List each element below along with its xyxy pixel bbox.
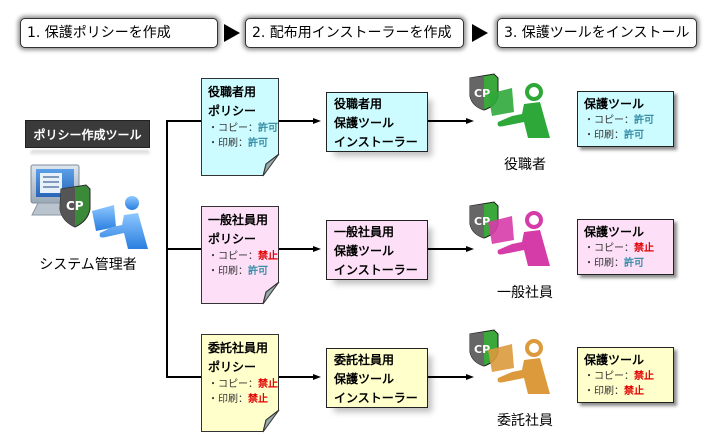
copy-permission: 禁止	[258, 251, 278, 262]
branch-line	[166, 120, 202, 122]
tool-copy-rule: ・コピー：禁止	[584, 371, 654, 382]
connector-line	[279, 120, 315, 122]
print-permission: 許可	[248, 138, 268, 149]
policy-document: 一般社員用 ポリシー ・コピー：禁止 ・印刷：許可	[201, 206, 279, 304]
page-fold-icon	[262, 410, 280, 433]
step-2: 2. 配布用インストーラーを作成	[245, 18, 464, 48]
policy-title: 一般社員用	[208, 213, 269, 227]
connector-line	[428, 248, 470, 250]
admin-caption: システム管理者	[39, 257, 137, 273]
arrowhead-icon	[466, 374, 474, 380]
policy-tool-label: ポリシー作成ツール	[25, 120, 150, 148]
policy-document: 役職者用 ポリシー ・コピー：許可 ・印刷：許可	[201, 78, 279, 176]
branch-line	[166, 376, 202, 378]
step-3: 3. 保護ツールをインストール	[497, 18, 697, 48]
installer-box: 委託社員用 保護ツール インストーラー	[326, 348, 428, 408]
policy-print-rule: ・印刷：許可	[208, 138, 268, 149]
print-permission: 許可	[248, 266, 268, 277]
person-shape	[92, 205, 116, 231]
tool-copy-rule: ・コピー：許可	[584, 115, 654, 126]
copy-permission: 禁止	[258, 379, 278, 390]
copy-permission: 許可	[634, 115, 654, 126]
policy-subtitle: ポリシー	[208, 232, 257, 246]
copy-permission: 禁止	[634, 243, 654, 254]
protection-tool-box: 保護ツール ・コピー：禁止 ・印刷：禁止	[577, 347, 674, 403]
connector-line	[279, 248, 315, 250]
policy-title: 委託社員用	[208, 341, 269, 355]
arrowhead-icon	[313, 118, 321, 124]
policy-document: 委託社員用 ポリシー ・コピー：禁止 ・印刷：禁止	[201, 334, 279, 432]
tool-print-rule: ・印刷：禁止	[584, 386, 644, 397]
branch-line	[166, 248, 202, 250]
policy-copy-rule: ・コピー：禁止	[208, 379, 278, 390]
copy-permission: 禁止	[634, 371, 654, 382]
step-arrow-icon	[472, 24, 488, 42]
policy-copy-rule: ・コピー：許可	[208, 123, 278, 134]
policy-copy-rule: ・コピー：禁止	[208, 251, 278, 262]
policy-print-rule: ・印刷：許可	[208, 266, 268, 277]
installer-line2: 保護ツール	[334, 372, 395, 386]
policy-title: 役職者用	[208, 85, 257, 99]
user-caption: 一般社員	[497, 285, 553, 301]
arrowhead-icon	[466, 118, 474, 124]
svg-text:CP: CP	[66, 199, 84, 213]
protection-tool-box: 保護ツール ・コピー：許可 ・印刷：許可	[577, 91, 674, 147]
tool-print-rule: ・印刷：許可	[584, 258, 644, 269]
connector-line	[428, 120, 470, 122]
installer-box: 一般社員用 保護ツール インストーラー	[326, 220, 428, 280]
tool-label-shadow	[30, 150, 150, 156]
user-caption: 役職者	[504, 157, 546, 173]
tool-title: 保護ツール	[584, 225, 645, 239]
admin-pc-user-icon: CP	[30, 164, 148, 249]
tool-title: 保護ツール	[584, 353, 645, 367]
policy-subtitle: ポリシー	[208, 360, 257, 374]
installer-line3: インストーラー	[334, 135, 418, 149]
installer-line2: 保護ツール	[334, 244, 395, 258]
step-arrow-icon	[224, 24, 240, 42]
connector-line	[279, 376, 315, 378]
user-pc-icon: CP	[469, 73, 550, 138]
installer-line1: 役職者用	[334, 97, 383, 111]
installer-line1: 委託社員用	[334, 353, 395, 367]
print-permission: 禁止	[248, 394, 268, 405]
installer-line3: インストーラー	[334, 263, 418, 277]
user-pc-icon: CP	[469, 201, 550, 266]
svg-text:CP: CP	[474, 343, 490, 356]
installer-line1: 一般社員用	[334, 225, 395, 239]
print-permission: 許可	[624, 130, 644, 141]
copy-permission: 許可	[258, 123, 278, 134]
arrowhead-icon	[313, 374, 321, 380]
print-permission: 禁止	[624, 386, 644, 397]
svg-text:CP: CP	[474, 87, 490, 100]
svg-text:CP: CP	[474, 215, 490, 228]
policy-subtitle: ポリシー	[208, 104, 257, 118]
protection-tool-box: 保護ツール ・コピー：禁止 ・印刷：許可	[577, 219, 674, 275]
arrowhead-icon	[466, 246, 474, 252]
page-fold-icon	[262, 282, 280, 305]
tool-title: 保護ツール	[584, 97, 645, 111]
installer-line2: 保護ツール	[334, 116, 395, 130]
tool-print-rule: ・印刷：許可	[584, 130, 644, 141]
connector-line	[428, 376, 470, 378]
installer-box: 役職者用 保護ツール インストーラー	[326, 92, 428, 152]
policy-print-rule: ・印刷：禁止	[208, 394, 268, 405]
page-fold-icon	[262, 154, 280, 177]
user-caption: 委託社員	[497, 413, 553, 429]
print-permission: 許可	[624, 258, 644, 269]
installer-line3: インストーラー	[334, 391, 418, 405]
user-pc-icon: CP	[469, 329, 550, 394]
step-1: 1. 保護ポリシーを作成	[20, 18, 218, 48]
tool-copy-rule: ・コピー：禁止	[584, 243, 654, 254]
arrowhead-icon	[313, 246, 321, 252]
